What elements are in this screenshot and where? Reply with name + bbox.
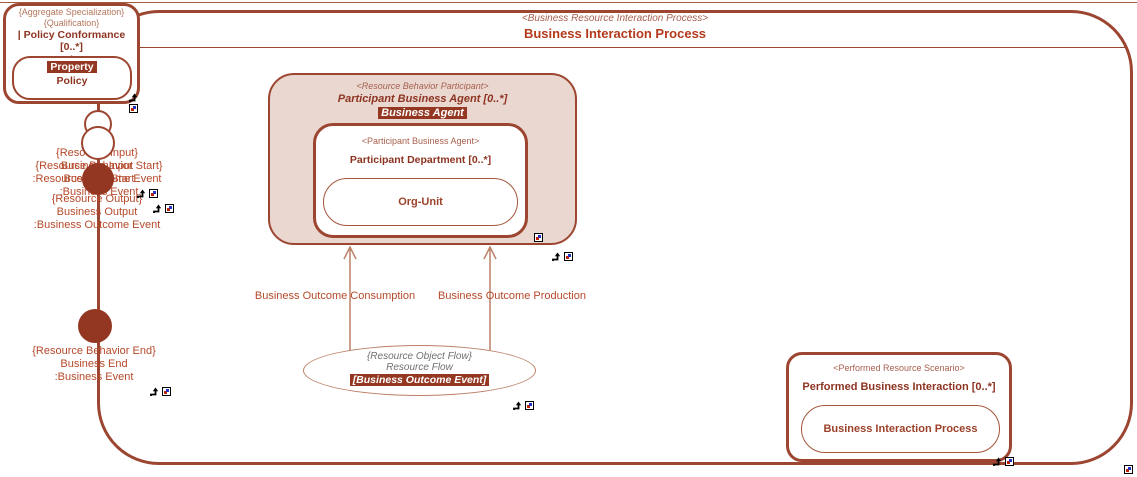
start-link-icons[interactable]	[137, 189, 158, 199]
diagram-link-icon[interactable]	[129, 104, 138, 113]
policy-stereotype-1: {Aggregate Specialization}	[18, 7, 125, 17]
resource-output-stereotype: {Resource Output}	[51, 193, 143, 205]
performed-stereotype: <Performed Resource Scenario>	[833, 363, 965, 373]
participant-type-highlight[interactable]: Business Agent	[378, 107, 467, 119]
participant-title: Participant Business Agent [0..*]	[337, 93, 508, 105]
consumption-flow-label: Business Outcome Consumption	[254, 290, 416, 302]
resource-flow-node[interactable]: {Resource Object Flow} Resource Flow [Bu…	[303, 345, 536, 396]
department-stereotype: <Participant Business Agent>	[361, 136, 480, 146]
output-port-circle[interactable]	[82, 163, 114, 195]
diagram-link-icon[interactable]	[162, 387, 171, 396]
behavior-end-type: :Business Event	[54, 371, 134, 383]
nav-arrow-icon[interactable]	[137, 189, 147, 199]
production-flow-label: Business Outcome Production	[438, 290, 586, 302]
diagram-link-icon[interactable]	[564, 252, 573, 261]
nav-arrow-icon[interactable]	[552, 252, 562, 262]
nav-arrow-icon[interactable]	[129, 93, 139, 103]
nav-arrow-icon[interactable]	[153, 204, 163, 214]
nav-arrow-icon[interactable]	[150, 387, 160, 397]
nav-arrow-icon[interactable]	[513, 401, 523, 411]
diagram-link-icon[interactable]	[165, 204, 174, 213]
behavior-end-stereotype: {Resource Behavior End}	[32, 345, 156, 357]
policy-link-icons[interactable]	[129, 93, 139, 113]
diagram-link-icon[interactable]	[525, 401, 534, 410]
frame-link-icons[interactable]	[1124, 465, 1133, 474]
behavior-end-label: {Resource Behavior End} Business End :Bu…	[12, 345, 176, 384]
performed-link-icons[interactable]	[993, 457, 1014, 467]
end-port-circle[interactable]	[78, 309, 112, 343]
participant-link-icons[interactable]	[552, 252, 573, 262]
performed-title: Performed Business Interaction [0..*]	[802, 381, 996, 393]
org-unit-label: Org-Unit	[398, 196, 443, 208]
output-link-icons[interactable]	[153, 204, 174, 214]
policy-name: Policy	[56, 75, 88, 87]
start-port-circle[interactable]	[81, 126, 115, 160]
process-title: Business Interaction Process	[523, 26, 707, 41]
policy-stereotype-2: {Qualification}	[43, 18, 100, 28]
policy-title: | Policy Conformance [0..*]	[17, 29, 126, 53]
diagram-link-icon[interactable]	[1005, 457, 1014, 466]
department-title: Participant Department [0..*]	[349, 154, 492, 166]
resource-output-label: {Resource Output} Business Output :Busin…	[14, 193, 180, 232]
performed-process-label: Business Interaction Process	[823, 423, 978, 435]
nav-arrow-icon[interactable]	[993, 457, 1003, 467]
resource-flow-name: Resource Flow	[386, 362, 453, 373]
end-link-icons[interactable]	[150, 387, 171, 397]
resource-output-name: Business Output	[56, 206, 138, 218]
diagram-link-icon[interactable]	[534, 233, 543, 242]
policy-property-highlight[interactable]: Property	[47, 61, 97, 73]
org-unit-node[interactable]: Org-Unit	[323, 178, 518, 226]
resource-flow-link-icons[interactable]	[513, 401, 534, 411]
participant-stereotype: <Resource Behavior Participant>	[356, 81, 489, 91]
diagram-link-icon[interactable]	[149, 189, 158, 198]
resource-flow-type-highlight[interactable]: [Business Outcome Event]	[349, 374, 490, 386]
diagram-frame-edge	[0, 2, 1137, 3]
department-link-icons[interactable]	[534, 233, 543, 242]
business-interaction-process-node[interactable]	[97, 10, 1133, 465]
policy-type-node[interactable]: Property Policy	[12, 56, 132, 100]
resource-flow-stereotype: {Resource Object Flow}	[366, 351, 473, 362]
diagram-link-icon[interactable]	[1124, 465, 1133, 474]
process-title-block: <Business Resource Interaction Process> …	[97, 13, 1133, 41]
performed-process-node[interactable]: Business Interaction Process	[801, 405, 1000, 453]
behavior-end-name: Business End	[60, 358, 128, 370]
process-stereotype: <Business Resource Interaction Process>	[521, 13, 709, 24]
title-compartment-separator	[104, 47, 1126, 48]
resource-output-type: :Business Outcome Event	[33, 219, 161, 231]
